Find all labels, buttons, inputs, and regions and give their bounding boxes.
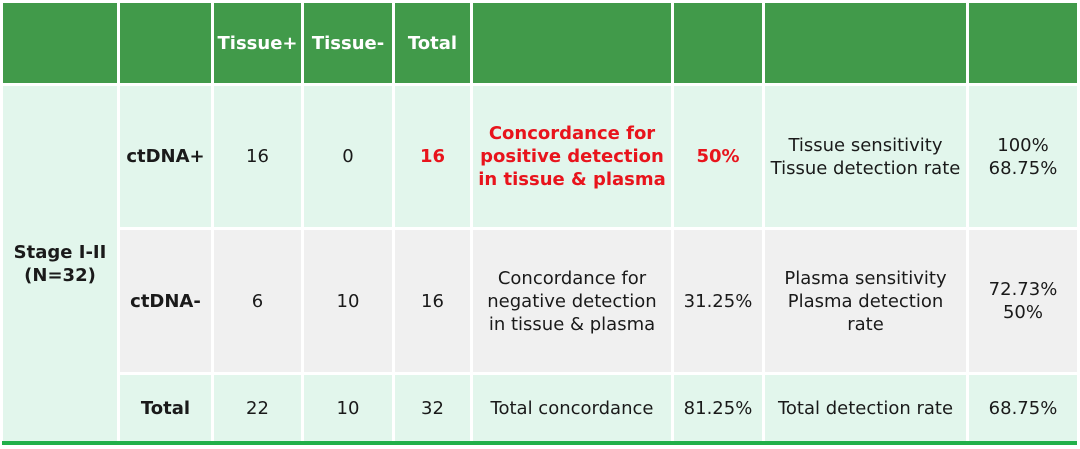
cell-tissue-metrics-values: 100% 68.75% xyxy=(969,86,1077,227)
header-cell-blank-6 xyxy=(969,3,1077,83)
header-cell-blank-5 xyxy=(765,3,966,83)
cell-concordance-negative-value: 31.25% xyxy=(674,230,762,372)
row-label-total: Total xyxy=(120,375,211,441)
cell-tissue-metrics: Tissue sensitivity Tissue detection rate xyxy=(765,86,966,227)
table-row-ctdna-neg: ctDNA- 6 10 16 Concordance for negative … xyxy=(3,230,1077,372)
header-cell-blank-1 xyxy=(3,3,117,83)
row-label-ctdna-pos: ctDNA+ xyxy=(120,86,211,227)
header-cell-blank-4 xyxy=(674,3,762,83)
header-row: Tissue+ Tissue- Total xyxy=(3,3,1077,83)
header-cell-total: Total xyxy=(395,3,470,83)
cell-total-highlight: 16 xyxy=(395,86,470,227)
bottom-rule xyxy=(2,441,1077,445)
cell-concordance-positive-value: 50% xyxy=(674,86,762,227)
table-row-ctdna-pos: Stage I-II (N=32) ctDNA+ 16 0 16 Concord… xyxy=(3,86,1077,441)
header-cell-tissue-pos: Tissue+ xyxy=(214,3,301,83)
cell-concordance-positive: Concordance for positive detection in ti… xyxy=(473,86,671,227)
cell-tissue-neg: 10 xyxy=(304,375,392,441)
cell-total-detection-value: 68.75% xyxy=(969,375,1077,441)
cell-total-concordance: Total concordance xyxy=(473,375,671,441)
cell-tissue-neg: 0 xyxy=(304,86,392,227)
cell-total: 16 xyxy=(395,230,470,372)
table-row-total: Total 22 10 32 Total concordance 81.25% … xyxy=(3,375,1077,441)
header-cell-blank-2 xyxy=(120,3,211,83)
cell-total-detection: Total detection rate xyxy=(765,375,966,441)
cell-concordance-negative: Concordance for negative detection in ti… xyxy=(473,230,671,372)
header-cell-tissue-neg: Tissue- xyxy=(304,3,392,83)
cell-tissue-pos: 6 xyxy=(214,230,301,372)
cell-total-concordance-value: 81.25% xyxy=(674,375,762,441)
stage-label: Stage I-II (N=32) xyxy=(3,86,117,441)
cell-tissue-pos: 22 xyxy=(214,375,301,441)
cell-plasma-metrics-values: 72.73% 50% xyxy=(969,230,1077,372)
row-label-ctdna-neg: ctDNA- xyxy=(120,230,211,372)
cell-tissue-neg: 10 xyxy=(304,230,392,372)
cell-total: 32 xyxy=(395,375,470,441)
cell-tissue-pos: 16 xyxy=(214,86,301,227)
cell-plasma-metrics: Plasma sensitivity Plasma detection rate xyxy=(765,230,966,372)
header-cell-blank-3 xyxy=(473,3,671,83)
